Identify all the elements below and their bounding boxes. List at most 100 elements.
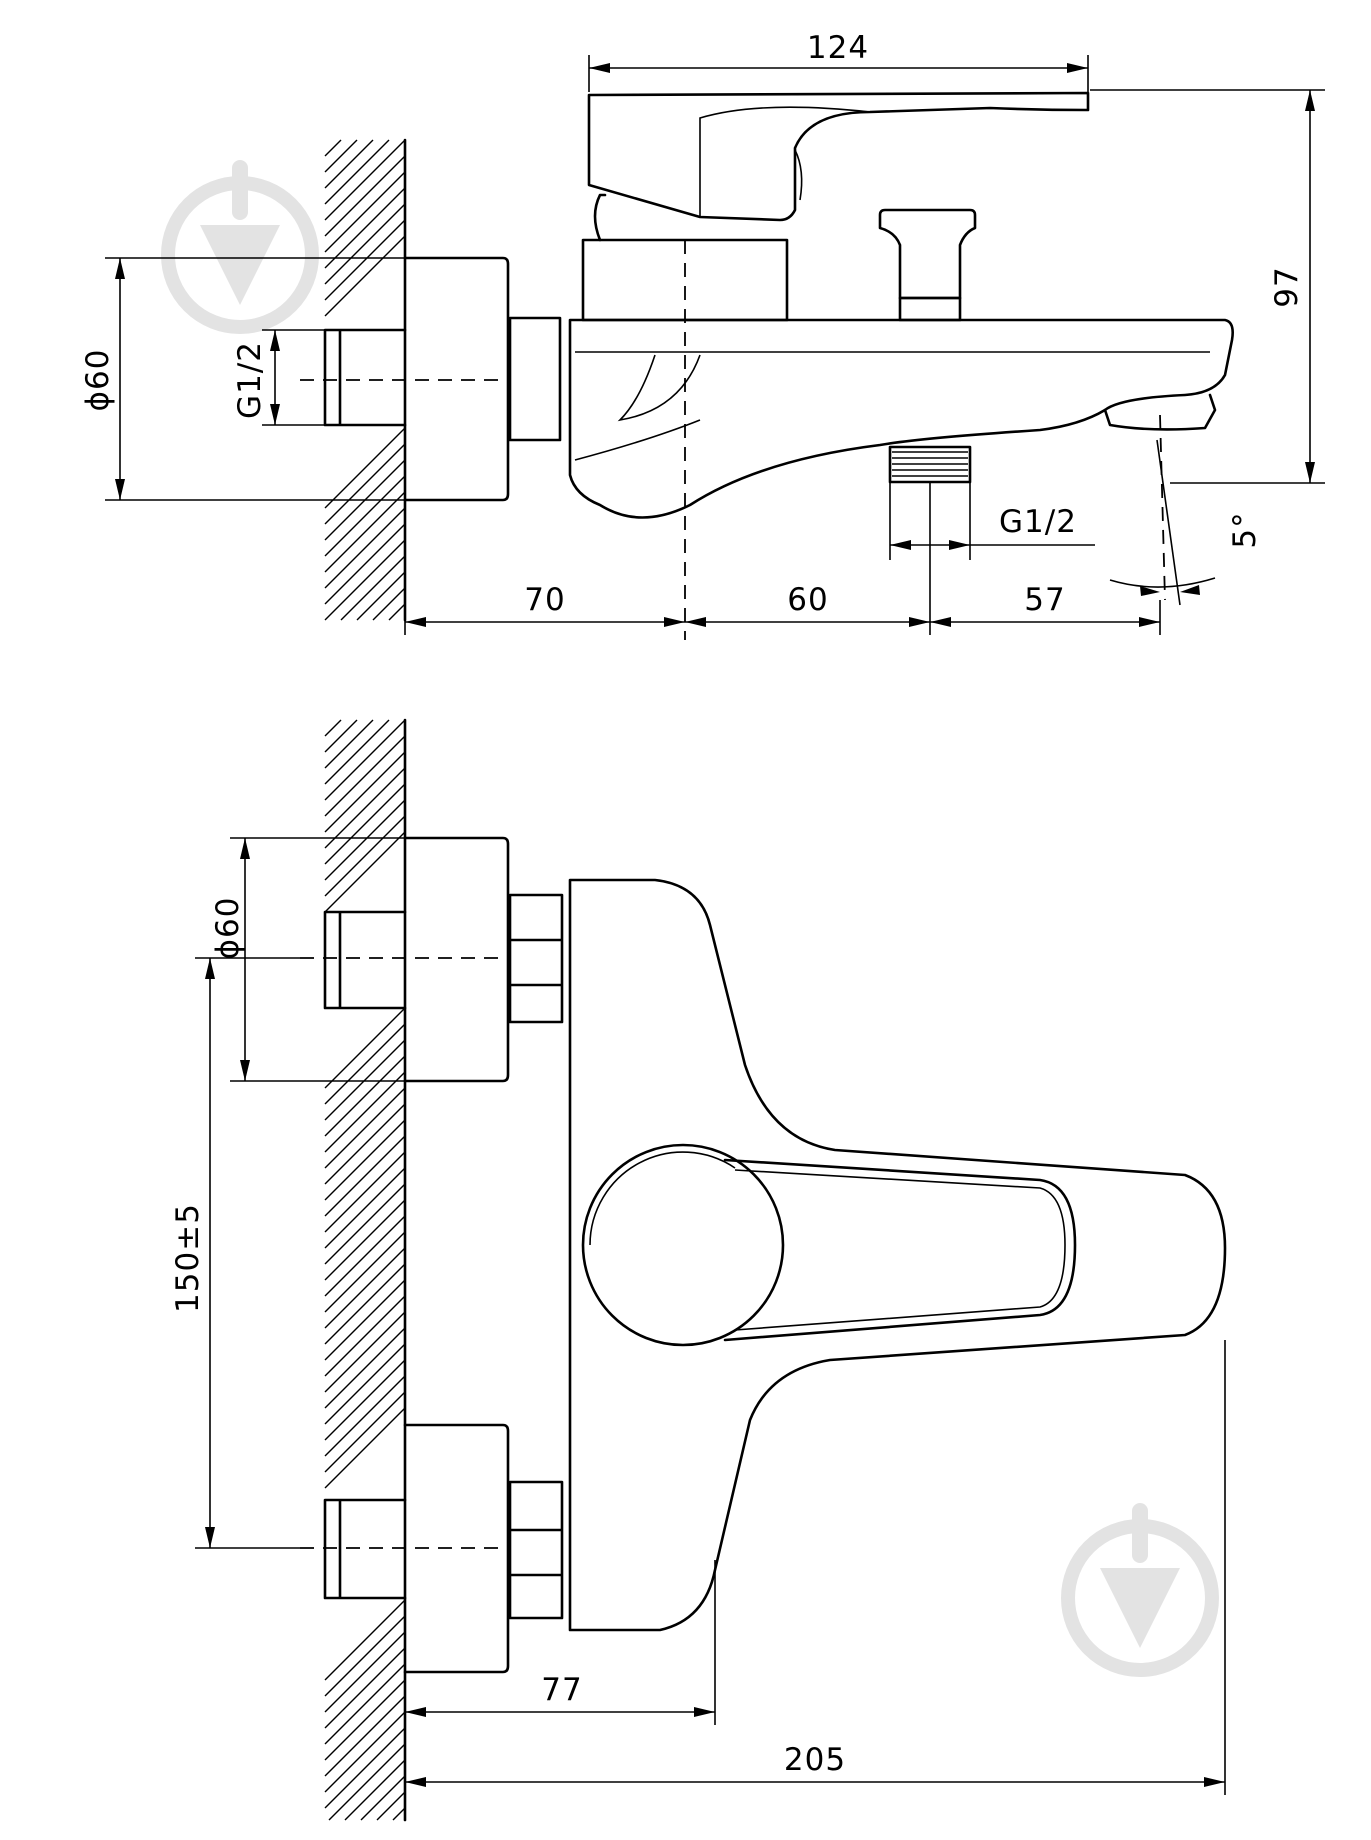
hatch-line	[324, 539, 406, 621]
hatch-line	[324, 203, 406, 285]
hatch-line	[324, 523, 406, 605]
handle-base-top	[593, 193, 607, 242]
wall-hatch-front	[324, 719, 406, 1821]
hatch-line	[324, 735, 406, 817]
hatch-line	[324, 1215, 406, 1297]
hatch-line	[324, 1359, 406, 1441]
hatch-line	[324, 815, 406, 897]
hatch-line	[344, 1759, 406, 1821]
hatch-line	[324, 1711, 406, 1793]
body-inner-curve	[617, 354, 701, 422]
hatch-line	[324, 1087, 406, 1169]
hatch-line	[324, 1151, 406, 1233]
hatch-line	[324, 719, 374, 769]
hatch-line	[324, 767, 406, 849]
mixer-body-front	[568, 878, 1227, 1632]
hatch-line	[324, 1695, 406, 1777]
hatch-line	[324, 139, 342, 157]
hatch-line	[324, 1119, 406, 1201]
hatch-line	[324, 719, 406, 801]
hatch-line	[324, 139, 390, 205]
hatch-line	[324, 831, 406, 913]
dim-diameter-left-top: ϕ60	[80, 349, 116, 412]
hatch-line	[324, 751, 406, 833]
hatch-line	[372, 587, 406, 621]
mixer-body-top	[568, 318, 1234, 519]
handle-hub	[581, 1143, 785, 1347]
hatch-line	[324, 1343, 406, 1425]
hatch-line	[324, 1391, 406, 1473]
hatch-line	[324, 1631, 406, 1713]
hatch-line	[324, 1103, 406, 1185]
dim-bottom-57: 57	[1024, 582, 1065, 618]
eccentric-nut-top	[508, 316, 562, 442]
hatch-line	[324, 475, 406, 557]
hatch-line	[324, 139, 374, 189]
hatch-line	[324, 1327, 406, 1409]
dim-inlet-thread: G1/2	[232, 341, 268, 419]
front-view: ϕ60 150±5 77 205	[170, 718, 1227, 1822]
dim-outlet-thread: G1/2	[999, 504, 1077, 540]
hatch-line	[324, 1183, 406, 1265]
hatch-line	[324, 799, 406, 881]
hatch-line	[324, 1295, 406, 1377]
hatch-line	[324, 219, 406, 301]
outlet-thread	[888, 445, 972, 484]
hatch-line	[324, 1231, 406, 1313]
hatch-line	[376, 1791, 406, 1821]
hatch-line	[324, 1263, 406, 1345]
dim-width-top: 124	[807, 30, 869, 66]
hatch-line	[328, 1743, 406, 1821]
spout-centerline	[1159, 414, 1166, 601]
dim-total: 205	[784, 1742, 846, 1778]
top-view: 124 97 ϕ60 G1/2 G1/2 5°	[80, 30, 1325, 640]
hatch-line	[324, 443, 406, 525]
inlet-pipe-top	[323, 328, 407, 427]
hatch-line	[324, 1167, 406, 1249]
hatch-line	[324, 1311, 406, 1393]
hatch-line	[324, 783, 406, 865]
hatch-line	[324, 1039, 406, 1121]
hatch-line	[340, 555, 406, 621]
dim-centers: 150±5	[170, 1203, 206, 1313]
spout-aerator	[1103, 393, 1217, 431]
hatch-line	[324, 507, 406, 589]
dim-angle: 5°	[1227, 511, 1263, 548]
inlet-pipe-upper	[323, 910, 407, 1010]
hatch-line	[324, 427, 406, 509]
hatch-line	[324, 1647, 406, 1729]
hatch-line	[324, 1007, 406, 1089]
hatch-line	[324, 719, 358, 753]
hatch-line	[324, 171, 406, 253]
hatch-line	[356, 571, 406, 621]
hatch-line	[324, 1375, 406, 1457]
wall-hatch-top	[324, 139, 406, 621]
hatch-line	[324, 1599, 406, 1681]
hatch-line	[324, 1279, 406, 1361]
dim-height-right: 97	[1269, 266, 1305, 307]
hatch-line	[324, 235, 406, 317]
lever-front	[723, 1158, 1077, 1342]
diverter-knob-top	[878, 208, 977, 300]
hatch-line	[360, 1775, 406, 1821]
hatch-line	[324, 1055, 406, 1137]
hatch-line	[324, 1663, 406, 1745]
hatch-line	[324, 1407, 406, 1489]
diverter-stem	[898, 296, 962, 322]
hatch-line	[324, 1727, 406, 1809]
dim-bottom-70: 70	[524, 582, 565, 618]
dim-depth: 77	[541, 1672, 582, 1708]
lever-handle-top	[587, 91, 1090, 222]
hatch-line	[324, 1071, 406, 1153]
hatch-line	[324, 155, 406, 237]
hatch-line	[324, 1615, 406, 1697]
eccentric-nut-upper	[508, 893, 564, 1024]
wall-flange-top	[403, 256, 510, 502]
hatch-line	[324, 1679, 406, 1761]
hatch-line	[324, 719, 390, 785]
wall-flange-lower	[403, 1423, 510, 1674]
eccentric-nut-lower	[508, 1480, 564, 1620]
hatch-line	[324, 1247, 406, 1329]
hatch-line	[324, 1135, 406, 1217]
